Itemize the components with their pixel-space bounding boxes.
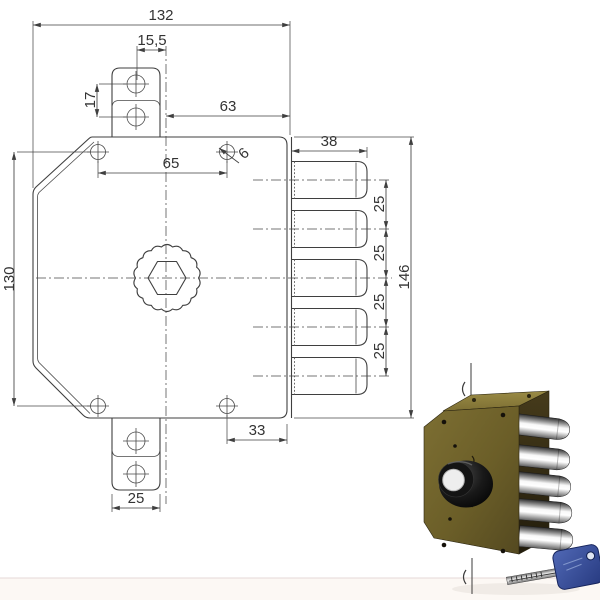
dimension-top-holes-pitch: 65: [97, 155, 228, 178]
dim-label: 63: [220, 98, 237, 115]
chrome-bolt: [516, 498, 573, 524]
dimension-overall-width: 132: [32, 7, 291, 188]
footer-strip: [0, 577, 600, 600]
dimension-bottom-tab-width: 25: [111, 490, 161, 512]
dim-label: 38: [321, 133, 338, 150]
fixing-holes: [87, 141, 238, 417]
dimension-bottom-hole-offset: 33: [226, 415, 288, 444]
dim-label: 25: [371, 196, 388, 213]
dim-label: 65: [163, 155, 180, 172]
knob-face: [442, 468, 465, 492]
plate-outline: [32, 136, 288, 419]
chrome-bolt: [514, 444, 570, 471]
knob: [438, 460, 493, 508]
dim-label: 25: [371, 245, 388, 262]
dimension-center-to-edge: 63: [166, 98, 290, 119]
plate-fold-line: [37, 141, 95, 414]
dim-label: 33: [249, 422, 266, 439]
dim-label: 25: [371, 294, 388, 311]
screw-dots: [441, 394, 531, 554]
key-head-engraving: [563, 557, 583, 571]
centerlines: [36, 46, 392, 504]
footer-background: [0, 578, 600, 600]
key-head: [552, 544, 600, 590]
product-photo: [423, 363, 600, 595]
photo-shadow: [452, 583, 580, 595]
dim-label: 130: [1, 266, 18, 291]
dimension-tab-offset: 15,5: [136, 32, 167, 80]
dimension-tab-hole-pitch: 17: [82, 83, 126, 118]
dim-label: 132: [148, 7, 173, 24]
dim-label: 6: [235, 145, 253, 163]
bottom-mounting-tab: [111, 418, 161, 491]
dimension-bolt-pitch: 25 25 25 25: [371, 180, 389, 376]
dim-label: 25: [128, 490, 145, 507]
dimension-overall-height: 146: [294, 136, 414, 419]
dim-label: 17: [82, 92, 99, 109]
top-mounting-tab: [111, 67, 161, 137]
lock-body-photo: [423, 390, 574, 555]
key-ring-hole: [586, 551, 596, 561]
dimension-hole-diameter: 6: [218, 145, 253, 164]
photo-centerline-marks: [461, 363, 473, 594]
dim-label: 25: [371, 343, 388, 360]
chrome-bolt: [517, 525, 574, 551]
lock-bolts-photo: [514, 413, 574, 551]
dim-label: 15,5: [137, 32, 166, 49]
chrome-bolt: [514, 413, 570, 440]
technical-drawing: 132 15,5 17 63 65 6: [1, 7, 414, 512]
key-photo: [506, 544, 600, 590]
dim-label: 146: [396, 264, 413, 289]
dimension-left-holes-pitch: 130: [1, 151, 90, 407]
chrome-bolt: [515, 471, 571, 498]
